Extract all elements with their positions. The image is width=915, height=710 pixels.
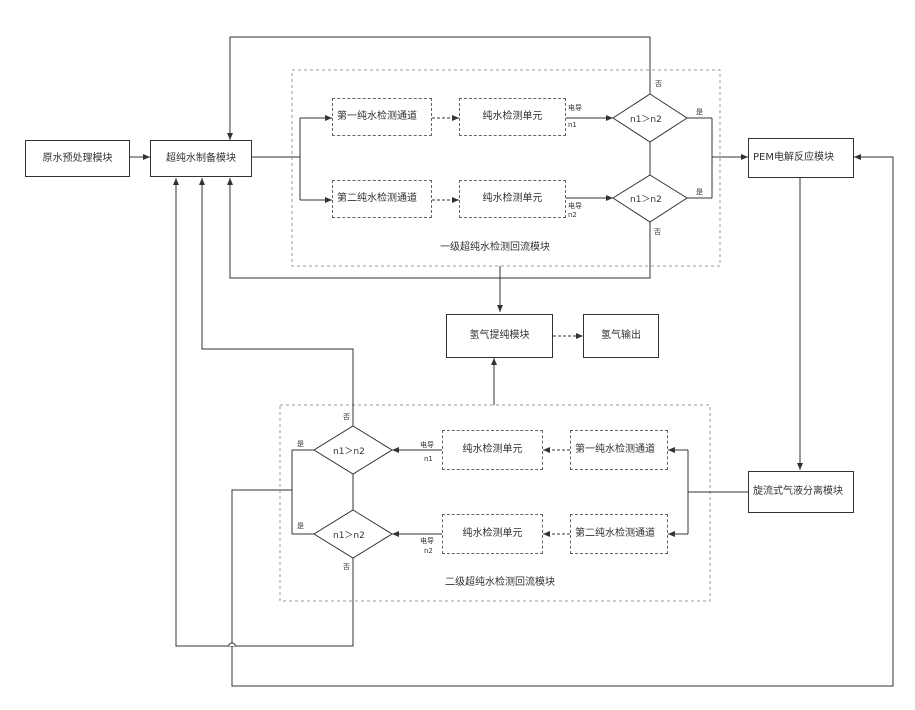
- ultrapure-prep-box: 超纯水制备模块: [150, 140, 252, 177]
- yes-label-bot2: 是: [297, 522, 304, 530]
- raw-water-pretreatment-box: 原水预处理模块: [25, 140, 130, 177]
- n2-label-top: n2: [568, 211, 577, 219]
- second-stage-module-caption: 二级超纯水检测回流模块: [445, 573, 555, 588]
- gas-liquid-separator-box: 旋流式气液分离模块: [748, 471, 854, 513]
- conductivity-label-bot2: 电导: [420, 537, 434, 545]
- channel1-top-box: 第一纯水检测通道: [332, 98, 432, 136]
- yes-label-top2: 是: [696, 188, 703, 196]
- no-label-bot2: 否: [343, 563, 350, 571]
- diamond-bot2-label: n1＞n2: [333, 528, 365, 541]
- no-label-bot1: 否: [343, 413, 350, 421]
- channel2-bottom-box: 第二纯水检测通道: [570, 514, 668, 554]
- yes-label-top1: 是: [696, 108, 703, 116]
- hydrogen-purify-box: 氢气提纯模块: [446, 314, 553, 358]
- hydrogen-output-box: 氢气输出: [583, 314, 659, 358]
- conductivity-label-top2: 电导: [568, 202, 582, 210]
- no-label-top2: 否: [654, 228, 661, 236]
- diamond-bot1-label: n1＞n2: [333, 444, 365, 457]
- channel1-bottom-box: 第一纯水检测通道: [570, 430, 668, 470]
- diamond-top2-label: n1＞n2: [630, 192, 662, 205]
- detect-unit1-bottom-box: 纯水检测单元: [442, 430, 543, 470]
- channel2-top-box: 第二纯水检测通道: [332, 180, 432, 218]
- detect-unit2-top-box: 纯水检测单元: [459, 180, 566, 218]
- detect-unit2-bottom-box: 纯水检测单元: [442, 514, 543, 554]
- line-crossing-hop: [228, 643, 236, 646]
- loop-bottom-yes-to-pem: [232, 157, 893, 686]
- yes-label-bot1: 是: [297, 440, 304, 448]
- pem-electrolysis-box: PEM电解反应模块: [748, 138, 854, 178]
- n1-label-bottom: n1: [424, 455, 433, 463]
- conductivity-label-top1: 电导: [568, 104, 582, 112]
- n1-label-top: n1: [568, 121, 577, 129]
- detect-unit1-top-box: 纯水检测单元: [459, 98, 566, 136]
- no-label-top1: 否: [655, 80, 662, 88]
- loop-bot1-no-to-ultrapure: [202, 178, 353, 426]
- loop-top1-no-to-ultrapure: [230, 37, 650, 140]
- loop-bot2-no-to-ultrapure: [176, 178, 353, 646]
- first-stage-module-caption: 一级超纯水检测回流模块: [440, 238, 550, 253]
- loop-top2-no-to-ultrapure: [230, 178, 650, 278]
- diamond-top1-label: n1＞n2: [630, 112, 662, 125]
- n2-label-bottom: n2: [424, 547, 433, 555]
- conductivity-label-bot1: 电导: [420, 441, 434, 449]
